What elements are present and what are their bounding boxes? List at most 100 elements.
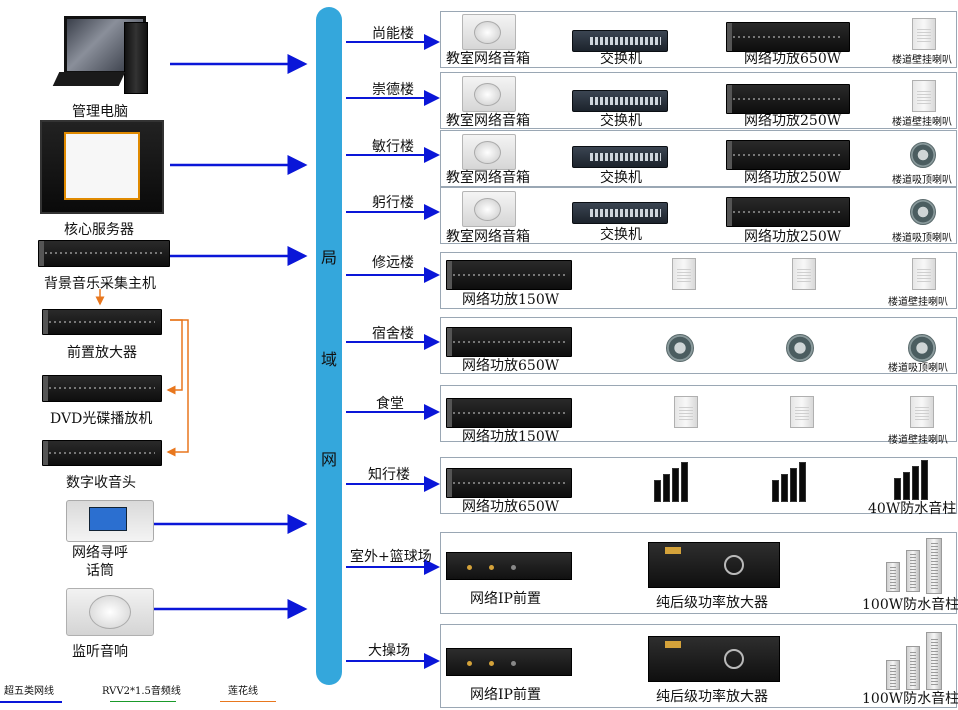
item-label: 网络功放150W bbox=[462, 292, 560, 308]
ceiling-speaker-icon bbox=[910, 199, 936, 225]
network-amplifier-icon bbox=[446, 260, 572, 290]
building-name: 尚能楼 bbox=[372, 26, 414, 42]
network-amplifier-icon bbox=[446, 327, 572, 357]
wall-speaker-icon bbox=[912, 18, 936, 50]
item-label: 交换机 bbox=[600, 170, 642, 186]
backbone-char-1: 局 bbox=[321, 248, 338, 267]
building-name: 食堂 bbox=[376, 396, 404, 412]
pc-tower-icon bbox=[124, 22, 148, 94]
item-label: 教室网络音箱 bbox=[446, 170, 530, 186]
ceiling-speaker-icon bbox=[910, 142, 936, 168]
wall-speaker-icon bbox=[912, 80, 936, 112]
building-panel bbox=[440, 187, 957, 244]
item-label: 楼道壁挂喇叭 bbox=[888, 297, 948, 308]
item-label: 网络功放650W bbox=[462, 499, 560, 515]
item-label: 交换机 bbox=[600, 113, 642, 129]
ip-preamp-icon bbox=[446, 552, 572, 580]
device-label-server: 核心服务器 bbox=[64, 222, 134, 238]
building-panel bbox=[440, 130, 957, 187]
item-label: 交换机 bbox=[600, 51, 642, 67]
ceiling-speaker-icon bbox=[908, 334, 936, 362]
item-label: 纯后级功率放大器 bbox=[656, 595, 768, 611]
classroom-speaker-icon bbox=[462, 14, 516, 50]
item-label: 楼道壁挂喇叭 bbox=[892, 55, 952, 66]
item-label: 100W防水音柱 bbox=[862, 691, 958, 707]
classroom-speaker-icon bbox=[462, 134, 516, 170]
device-label-pc: 管理电脑 bbox=[72, 104, 128, 120]
item-label: 网络功放650W bbox=[744, 51, 842, 67]
building-panel bbox=[440, 457, 957, 514]
building-name: 宿舍楼 bbox=[372, 326, 414, 342]
legend-lan-line bbox=[0, 701, 62, 703]
item-label: 100W防水音柱 bbox=[862, 597, 958, 613]
device-label-bgm: 背景音乐采集主机 bbox=[44, 276, 156, 292]
legend-audio-label: RVV2*1.5音频线 bbox=[102, 686, 181, 697]
wall-speaker-icon bbox=[672, 258, 696, 290]
building-panel bbox=[440, 11, 957, 68]
right-lan-arrows bbox=[346, 34, 440, 669]
ip-preamp-icon bbox=[446, 648, 572, 676]
core-server-icon bbox=[40, 120, 164, 214]
network-switch-icon bbox=[572, 30, 668, 52]
device-label-monitor: 监听音响 bbox=[72, 644, 128, 660]
monitor-speaker-icon bbox=[66, 588, 154, 636]
item-label: 网络IP前置 bbox=[470, 687, 541, 703]
item-label: 楼道壁挂喇叭 bbox=[892, 117, 952, 128]
building-name: 知行楼 bbox=[368, 467, 410, 483]
paging-microphone-icon bbox=[66, 500, 154, 542]
building-name: 崇德楼 bbox=[372, 82, 414, 98]
item-label: 网络功放250W bbox=[744, 229, 842, 245]
item-label: 教室网络音箱 bbox=[446, 113, 530, 129]
item-label: 教室网络音箱 bbox=[446, 51, 530, 67]
network-amplifier-icon bbox=[726, 140, 850, 170]
legend-lan-label: 超五类网线 bbox=[4, 686, 54, 697]
device-label-tuner: 数字收音头 bbox=[66, 475, 136, 491]
preamp-icon bbox=[42, 309, 162, 335]
backbone-char-3: 网 bbox=[321, 450, 338, 469]
device-label-mic: 网络寻呼 话筒 bbox=[72, 545, 128, 579]
classroom-speaker-icon bbox=[462, 76, 516, 112]
item-label: 网络功放250W bbox=[744, 113, 842, 129]
wall-speaker-icon bbox=[790, 396, 814, 428]
building-name: 室外+篮球场 bbox=[350, 549, 432, 565]
left-lan-arrows bbox=[152, 54, 308, 619]
network-switch-icon bbox=[572, 202, 668, 224]
power-amplifier-icon bbox=[648, 542, 780, 588]
network-switch-icon bbox=[572, 90, 668, 112]
network-amplifier-icon bbox=[726, 22, 850, 52]
item-label: 网络功放250W bbox=[744, 170, 842, 186]
network-amplifier-icon bbox=[726, 197, 850, 227]
column-speaker-icon bbox=[886, 660, 900, 690]
item-label: 楼道吸顶喇叭 bbox=[888, 363, 948, 374]
column-speaker-icon bbox=[926, 632, 942, 690]
classroom-speaker-icon bbox=[462, 191, 516, 227]
bgm-host-icon bbox=[38, 240, 170, 267]
item-label: 楼道壁挂喇叭 bbox=[888, 435, 948, 446]
building-name: 大操场 bbox=[368, 643, 410, 659]
wall-speaker-icon bbox=[910, 396, 934, 428]
ceiling-speaker-icon bbox=[666, 334, 694, 362]
rca-links bbox=[95, 289, 189, 457]
column-speaker-icon bbox=[906, 550, 920, 592]
legend-rca-label: 莲花线 bbox=[228, 686, 258, 697]
item-label: 纯后级功率放大器 bbox=[656, 689, 768, 705]
network-amplifier-icon bbox=[446, 398, 572, 428]
item-label: 楼道吸顶喇叭 bbox=[892, 233, 952, 244]
wall-speaker-icon bbox=[792, 258, 816, 290]
backbone-char-2: 域 bbox=[321, 350, 338, 369]
item-label: 楼道吸顶喇叭 bbox=[892, 175, 952, 186]
column-speaker-icon bbox=[886, 562, 900, 592]
lan-backbone bbox=[316, 7, 342, 685]
building-name: 敏行楼 bbox=[372, 139, 414, 155]
legend-rca-line bbox=[220, 701, 276, 702]
column-speaker-icon bbox=[906, 646, 920, 690]
network-amplifier-icon bbox=[446, 468, 572, 498]
network-amplifier-icon bbox=[726, 84, 850, 114]
power-amplifier-icon bbox=[648, 636, 780, 682]
item-label: 网络功放150W bbox=[462, 429, 560, 445]
legend-audio-line bbox=[110, 701, 176, 702]
building-name: 躬行楼 bbox=[372, 195, 414, 211]
network-switch-icon bbox=[572, 146, 668, 168]
device-label-dvd: DVD光碟播放机 bbox=[50, 411, 153, 427]
column-speaker-icon bbox=[926, 538, 942, 594]
